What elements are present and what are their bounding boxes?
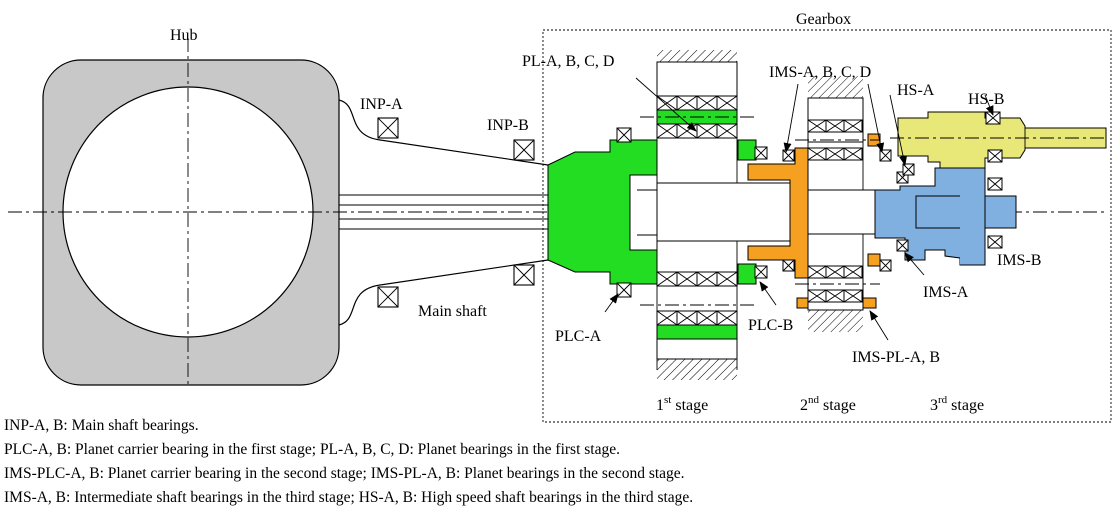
label-inp-b: INP-B bbox=[487, 117, 529, 134]
caption-line-2: PLC-A, B: Planet carrier bearing in the … bbox=[4, 441, 620, 458]
caption-line-4: IMS-A, B: Intermediate shaft bearings in… bbox=[4, 489, 693, 506]
stage1-carrier bbox=[547, 109, 757, 340]
stage-2-label: 2nd stage bbox=[800, 394, 856, 414]
label-ims: IMS-A, B, C, D bbox=[769, 64, 871, 81]
leader-arrows bbox=[604, 77, 994, 341]
plc-b-bearing bbox=[754, 146, 768, 279]
caption-line-1: INP-A, B: Main shaft bearings. bbox=[4, 417, 199, 434]
label-ims-a: IMS-A bbox=[923, 284, 969, 301]
ims-a-b-bearings bbox=[896, 171, 1003, 252]
stage-3-label: 3rd stage bbox=[930, 394, 984, 414]
label-hs-a: HS-A bbox=[897, 82, 935, 99]
inp-b-bearing bbox=[513, 139, 535, 286]
label-plc-a: PLC-A bbox=[555, 328, 602, 345]
stage-1-label: 1st stage bbox=[656, 394, 708, 414]
label-ims-pl: IMS-PL-A, B bbox=[852, 349, 940, 366]
caption-line-3: IMS-PLC-A, B: Planet carrier bearing in … bbox=[4, 465, 685, 482]
label-plc-b: PLC-B bbox=[748, 317, 793, 334]
label-hub: Hub bbox=[170, 27, 198, 44]
label-gearbox: Gearbox bbox=[796, 11, 851, 28]
plc-a-bearing bbox=[616, 127, 632, 298]
inp-a-bearing bbox=[377, 117, 399, 308]
hs-shaft bbox=[890, 111, 1107, 176]
ims-bearings bbox=[782, 149, 892, 272]
stage3-gear bbox=[874, 149, 1017, 266]
label-hs-b: HS-B bbox=[968, 91, 1004, 108]
label-ims-b: IMS-B bbox=[997, 252, 1041, 269]
label-inp-a: INP-A bbox=[360, 96, 403, 113]
label-pl: PL-A, B, C, D bbox=[522, 53, 614, 70]
stage2-ring-gear bbox=[795, 76, 880, 332]
gearbox-boundary bbox=[542, 29, 1112, 423]
hub bbox=[42, 59, 340, 386]
stage1-sun-shaft bbox=[637, 182, 798, 242]
stage1-ring-gear bbox=[656, 50, 738, 380]
label-main-shaft: Main shaft bbox=[418, 303, 487, 320]
